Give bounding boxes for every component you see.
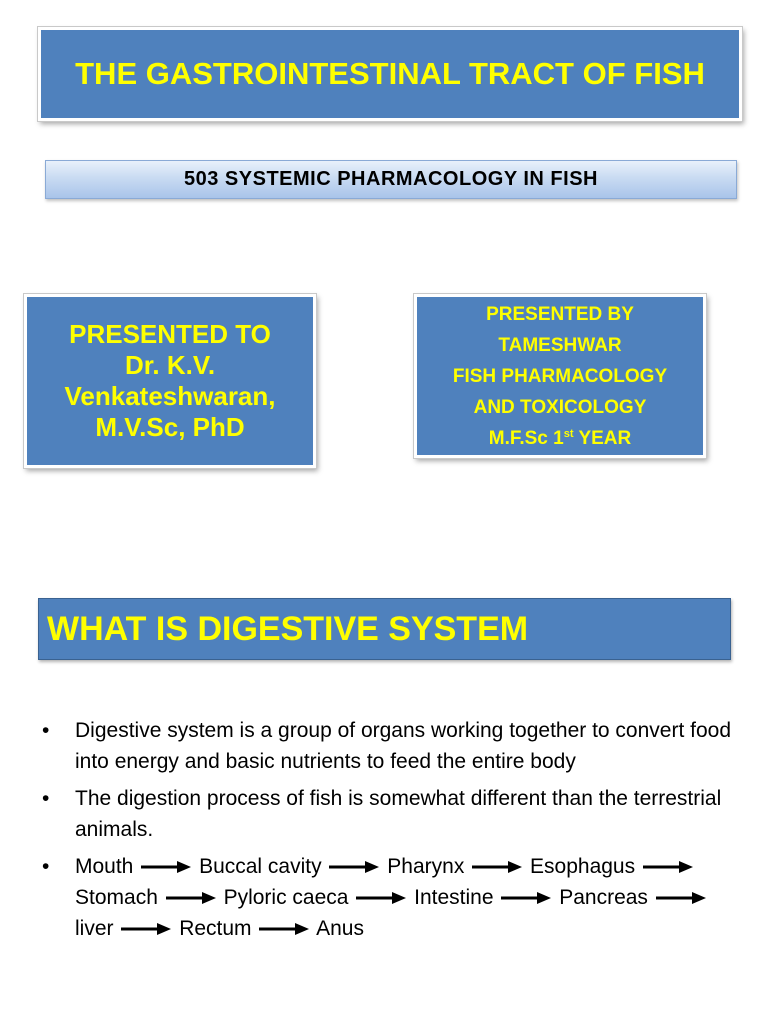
- presenter-year-sup: st: [563, 427, 574, 440]
- flow-step-mouth: Mouth: [75, 855, 134, 878]
- bullet-dot: •: [42, 719, 50, 742]
- flow-step-pharynx: Pharynx: [387, 855, 465, 878]
- digestive-heading-box: WHAT IS DIGESTIVE SYSTEM: [38, 598, 731, 660]
- bullet-dot: •: [42, 855, 50, 878]
- presented-to-name: Dr. K.V.: [124, 350, 216, 380]
- presenter-year-suffix: YEAR: [573, 427, 632, 449]
- arrow-right-icon: [121, 923, 172, 936]
- flow-step-anus: Anus: [316, 917, 364, 940]
- presenter-year: M.F.Sc 1st YEAR: [489, 423, 632, 454]
- arrow-right-icon: [141, 861, 192, 874]
- digestive-heading: WHAT IS DIGESTIVE SYSTEM: [47, 609, 529, 648]
- course-subtitle-box: 503 SYSTEMIC PHARMACOLOGY IN FISH: [45, 160, 737, 199]
- flow-step-stomach: Stomach: [75, 886, 158, 909]
- course-subtitle: 503 SYSTEMIC PHARMACOLOGY IN FISH: [184, 168, 598, 190]
- presented-to-label: PRESENTED TO: [69, 319, 271, 349]
- presented-to-box: PRESENTED TO Dr. K.V. Venkateshwaran, M.…: [23, 293, 317, 469]
- arrow-right-icon: [501, 892, 552, 905]
- presenter-name: TAMESHWAR: [498, 334, 622, 356]
- arrow-right-icon: [259, 923, 310, 936]
- flow-step-esophagus: Esophagus: [530, 855, 636, 878]
- flow-step-buccal-cavity: Buccal cavity: [199, 855, 322, 878]
- flow-line-2: Stomach Pyloric caeca Intestine Pancreas: [75, 882, 750, 913]
- bullet-dot: •: [42, 787, 50, 810]
- presented-by-label: PRESENTED BY: [486, 303, 634, 325]
- presenter-department-cont: AND TOXICOLOGY: [473, 396, 647, 418]
- flow-step-liver: liver: [75, 917, 114, 940]
- flow-line-3: liver Rectum Anus: [75, 913, 750, 944]
- bullet-item-definition: • Digestive system is a group of organs …: [40, 715, 750, 777]
- bullet-text-difference: The digestion process of fish is somewha…: [75, 787, 722, 841]
- slide-title: THE GASTROINTESTINAL TRACT OF FISH: [75, 56, 705, 91]
- arrow-right-icon: [655, 892, 706, 905]
- flow-step-intestine: Intestine: [414, 886, 494, 909]
- arrow-right-icon: [472, 861, 523, 874]
- arrow-right-icon: [356, 892, 407, 905]
- flow-step-pyloric-caeca: Pyloric caeca: [223, 886, 349, 909]
- presenter-department: FISH PHARMACOLOGY: [452, 365, 668, 387]
- arrow-right-icon: [165, 892, 216, 905]
- arrow-right-icon: [642, 861, 693, 874]
- presented-to-name-cont: Venkateshwaran,: [64, 381, 276, 411]
- flow-step-rectum: Rectum: [179, 917, 252, 940]
- bullet-item-difference: • The digestion process of fish is somew…: [40, 783, 750, 845]
- slide-title-box: THE GASTROINTESTINAL TRACT OF FISH: [37, 26, 743, 122]
- arrow-right-icon: [329, 861, 380, 874]
- presented-to-degree: M.V.Sc, PhD: [95, 412, 245, 442]
- flow-step-pancreas: Pancreas: [559, 886, 648, 909]
- bullet-text-definition: Digestive system is a group of organs wo…: [75, 719, 732, 773]
- presenter-year-prefix: M.F.Sc 1: [488, 427, 564, 449]
- bullet-item-flow: • Mouth Buccal cavity Pharynx Esophagus …: [40, 851, 750, 944]
- flow-line-1: Mouth Buccal cavity Pharynx Esophagus: [75, 851, 750, 882]
- bullet-list: • Digestive system is a group of organs …: [40, 715, 750, 950]
- presented-by-box: PRESENTED BY TAMESHWAR FISH PHARMACOLOGY…: [413, 293, 707, 459]
